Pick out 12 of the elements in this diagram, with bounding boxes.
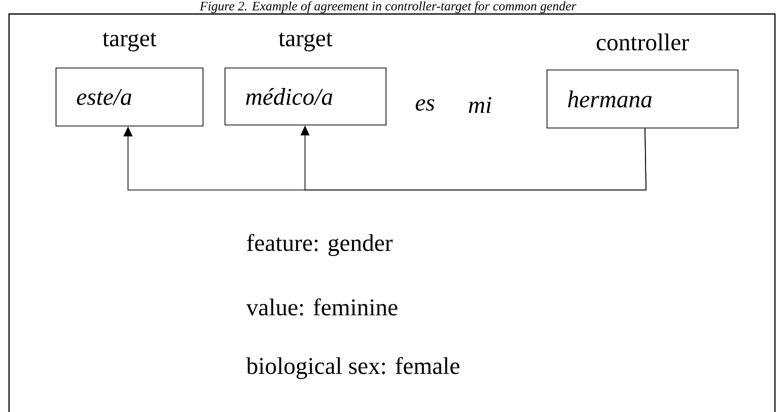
feature-text: biological sex: female — [246, 356, 460, 380]
diagram-title: Figure 2. Example of agreement in controller-target for common gender — [200, 1, 576, 14]
word-box: este/a — [56, 68, 204, 126]
word-box: hermana — [546, 70, 738, 128]
role-label: target — [278, 32, 332, 52]
word-box: médico/a — [224, 68, 386, 126]
feature-text: value: feminine — [246, 298, 398, 316]
feature-text: feature: gender — [246, 234, 393, 256]
role-label: target — [102, 32, 156, 52]
word: mi — [468, 97, 492, 113]
word: es — [416, 99, 434, 111]
role-label: controller — [596, 34, 689, 50]
